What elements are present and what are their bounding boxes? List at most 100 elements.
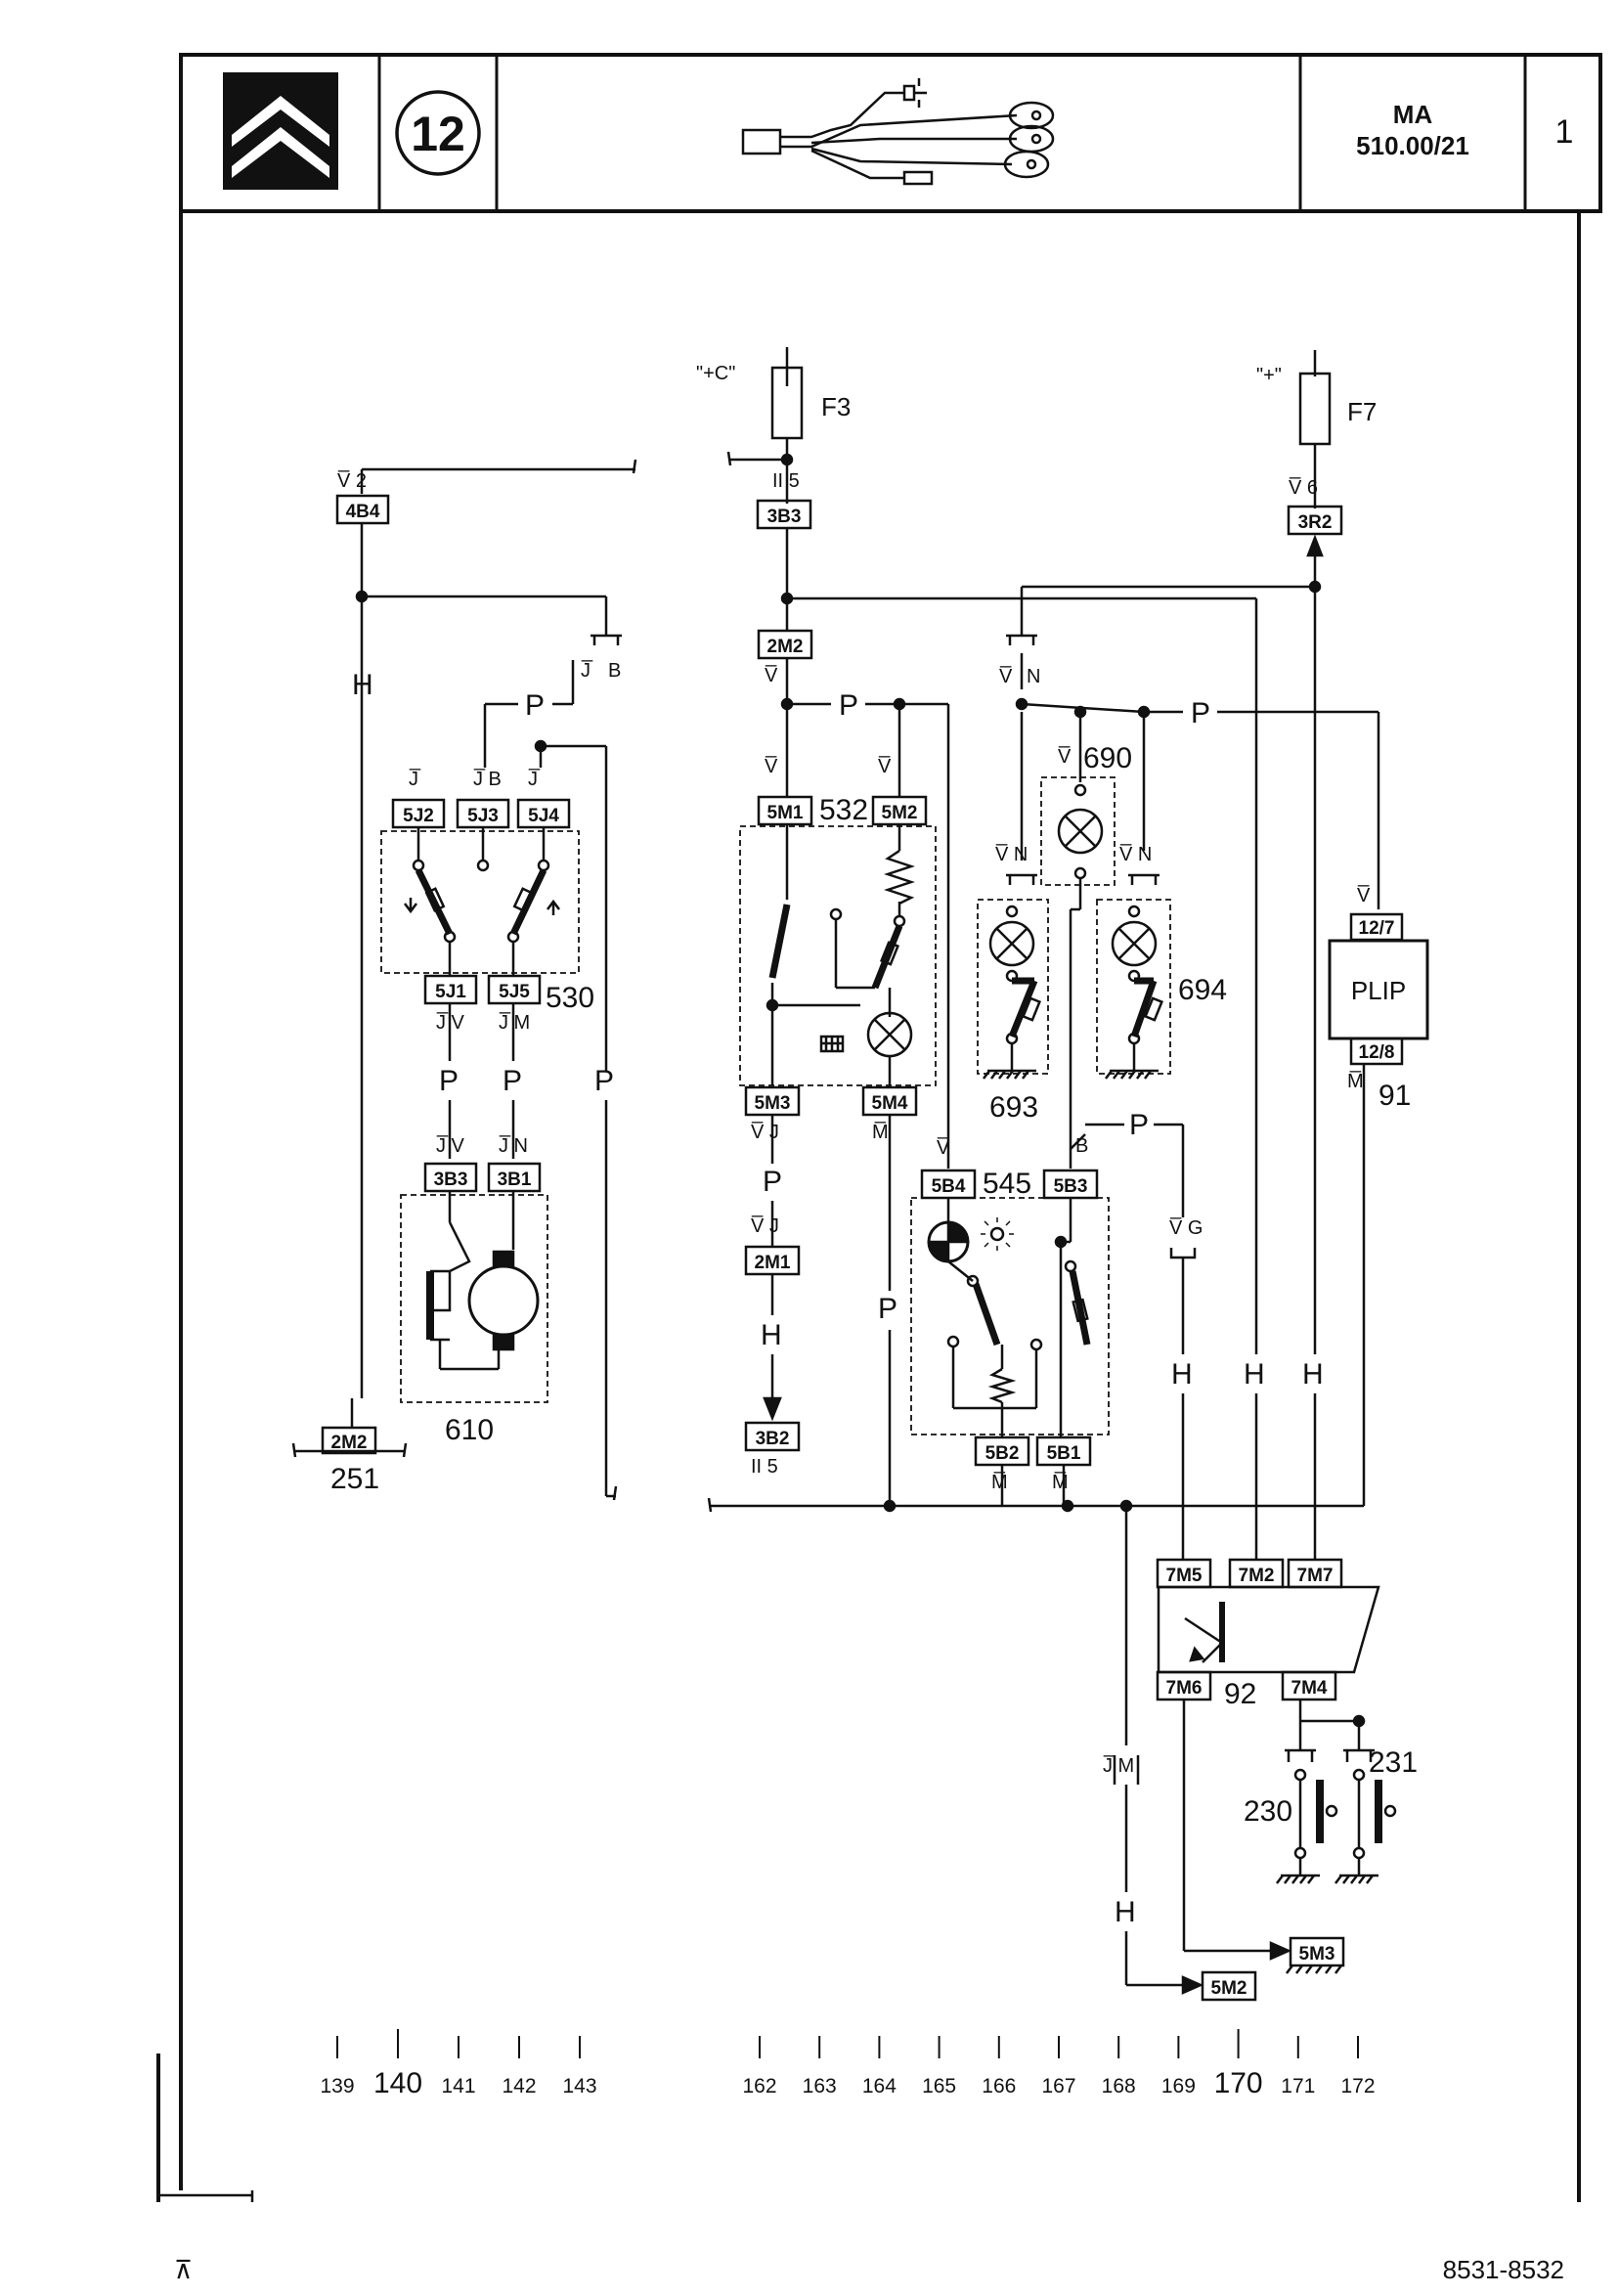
svg-text:5M2: 5M2 (882, 803, 918, 823)
svg-text:5B1: 5B1 (1047, 1443, 1081, 1464)
svg-text:231: 231 (1369, 1746, 1418, 1779)
svg-text:II 5: II 5 (751, 1456, 778, 1478)
svg-text:4B4: 4B4 (346, 502, 380, 522)
connector-7M5: 7M5 (1156, 1558, 1212, 1589)
svg-text:V̅ N: V̅ N (1119, 843, 1152, 865)
svg-text:545: 545 (983, 1168, 1031, 1200)
connector-4B4: 4B4 (335, 494, 390, 525)
svg-text:V̅: V̅ (999, 665, 1013, 687)
connector-3B1: 3B1 (487, 1162, 542, 1193)
svg-text:3B3: 3B3 (767, 507, 802, 527)
connector-5M2-top: 5M2 (871, 795, 928, 826)
svg-text:7M6: 7M6 (1166, 1678, 1203, 1699)
svg-text:P: P (525, 689, 545, 722)
svg-text:"+C": "+C" (696, 363, 735, 384)
svg-text:J̅: J̅ (528, 768, 540, 790)
citroen-logo-icon (223, 72, 338, 190)
svg-text:693: 693 (989, 1091, 1038, 1124)
svg-text:J̅: J̅ (409, 768, 420, 790)
svg-text:P: P (1191, 697, 1210, 729)
svg-text:J̅: J̅ (581, 659, 592, 682)
component-690-lamp (1040, 776, 1116, 1149)
connector-12-8: 12/8 (1349, 1037, 1404, 1066)
svg-text:5M2: 5M2 (1211, 1978, 1247, 1999)
svg-text:5B4: 5B4 (932, 1176, 966, 1197)
svg-text:II 5: II 5 (772, 470, 800, 492)
connector-5M3-bottom: 5M3 (1289, 1936, 1345, 1967)
connector-2M2-mid: 2M2 (757, 629, 813, 660)
svg-text:3R2: 3R2 (1298, 512, 1333, 533)
svg-text:H: H (1244, 1358, 1265, 1391)
svg-text:J̅ M: J̅ M (1103, 1754, 1134, 1777)
component-694-lamp-switch (1096, 899, 1171, 1080)
svg-text:V̅ J: V̅ J (751, 1214, 779, 1237)
svg-text:92: 92 (1224, 1678, 1256, 1710)
connector-12-7: 12/7 (1349, 912, 1404, 942)
svg-text:12/8: 12/8 (1359, 1042, 1395, 1063)
component-230-switch (1276, 1768, 1338, 1884)
svg-text:7M7: 7M7 (1297, 1566, 1334, 1586)
svg-text:V̅ N: V̅ N (995, 843, 1028, 865)
svg-text:V̅ G: V̅ G (1169, 1216, 1203, 1239)
svg-text:V̅: V̅ (937, 1136, 950, 1159)
connector-3R2: 3R2 (1287, 505, 1343, 536)
svg-text:P: P (594, 1065, 614, 1097)
svg-text:P: P (839, 689, 858, 722)
svg-text:5B3: 5B3 (1054, 1176, 1088, 1197)
component-530-switch (380, 827, 580, 976)
svg-text:V̅: V̅ (878, 755, 892, 777)
svg-text:3B3: 3B3 (434, 1170, 468, 1190)
middle-circuit: "+C" F3 II 5 3B3 2M2 V̅ P V̅ V (696, 347, 1364, 1513)
svg-text:"+": "+" (1256, 365, 1282, 386)
ruler-label: 140 (373, 2067, 422, 2099)
connector-2M2-left: 2M2 (321, 1426, 377, 1455)
svg-text:91: 91 (1378, 1080, 1411, 1112)
svg-text:5M1: 5M1 (767, 803, 804, 823)
connector-7M4: 7M4 (1281, 1670, 1337, 1701)
ruler-label: 165 (922, 2075, 956, 2097)
connector-5J5: 5J5 (487, 974, 542, 1005)
svg-text:5J4: 5J4 (528, 806, 559, 826)
ruler-label: 139 (320, 2075, 354, 2097)
svg-text:5M4: 5M4 (872, 1093, 908, 1114)
svg-text:N: N (1027, 666, 1040, 687)
svg-text:530: 530 (546, 982, 594, 1014)
sheet-code-line2: 510.00/21 (1356, 131, 1469, 160)
svg-text:H: H (1171, 1358, 1193, 1391)
connector-5B1: 5B1 (1035, 1435, 1092, 1467)
svg-text:12/7: 12/7 (1359, 918, 1395, 939)
svg-text:V̅: V̅ (765, 755, 778, 777)
svg-text:P: P (1129, 1109, 1149, 1141)
svg-text:V̅ 2: V̅ 2 (337, 469, 367, 492)
connector-5M2-bottom: 5M2 (1201, 1970, 1257, 2002)
svg-text:V̅: V̅ (1357, 884, 1371, 906)
svg-text:P: P (439, 1065, 459, 1097)
svg-text:7M4: 7M4 (1291, 1678, 1328, 1699)
connector-5M1: 5M1 (757, 795, 813, 826)
svg-text:V̅ J: V̅ J (751, 1121, 779, 1143)
svg-text:J̅ N: J̅ N (499, 1134, 528, 1157)
connector-5B2: 5B2 (974, 1435, 1030, 1467)
ruler-label: 163 (803, 2075, 837, 2097)
connector-5J3: 5J3 (456, 798, 510, 829)
svg-text:H: H (1302, 1358, 1324, 1391)
right-circuit: V̅ N P V̅ 690 V̅ N (910, 350, 1429, 1560)
svg-text:694: 694 (1178, 974, 1227, 1006)
svg-text:7M5: 7M5 (1166, 1566, 1203, 1586)
footer-mark: ⊼ (174, 2255, 193, 2284)
ruler-label: 167 (1041, 2075, 1075, 2097)
module-92: J̅ M H 5M2 7M5 7M2 7M7 (1103, 1506, 1418, 2002)
svg-text:H: H (352, 669, 373, 701)
fuse-F3: F3 (770, 366, 851, 440)
title-block: 12 MA 510.00/21 1 (179, 53, 1602, 2190)
svg-text:PLIP: PLIP (1351, 976, 1406, 1005)
svg-text:5J1: 5J1 (435, 982, 466, 1002)
svg-text:M̅: M̅ (1052, 1471, 1069, 1493)
svg-text:690: 690 (1083, 742, 1132, 774)
svg-text:2M2: 2M2 (767, 637, 804, 657)
svg-text:2M1: 2M1 (755, 1253, 791, 1273)
svg-text:P: P (878, 1293, 897, 1325)
sheet-code-line1: MA (1393, 100, 1433, 129)
